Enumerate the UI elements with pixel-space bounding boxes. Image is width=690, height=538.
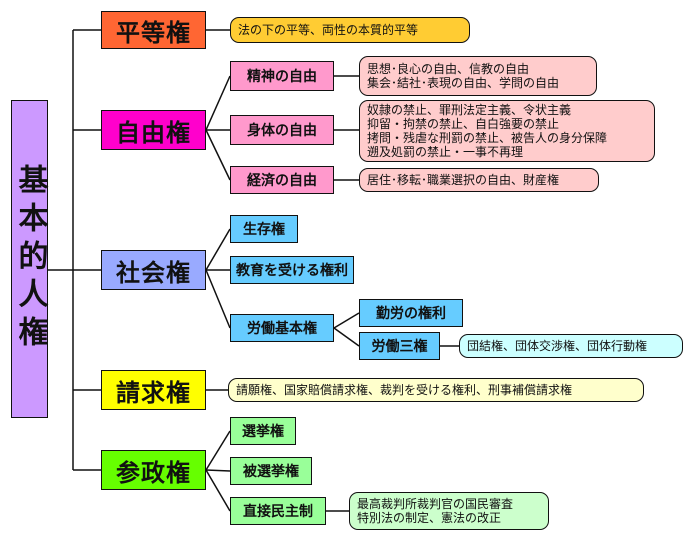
social-node: 社会権 [101,250,206,290]
root-label: 基本的人権 [12,164,48,354]
connector-labor [205,269,231,329]
claim-node: 請求権 [101,370,206,410]
equality-node: 平等権 [101,11,206,49]
education-node: 教育を受ける権利 [230,256,354,284]
elected-node: 被選挙権 [230,457,312,485]
direct-node: 直接民主制 [230,497,326,525]
participation-node: 参政権 [101,450,206,490]
three-node: 労働三権 [359,332,440,360]
physical-note: 奴隷の禁止、罪刑法定主義、令状主義 抑留・拘禁の禁止、自白強要の禁止 拷問・残虐… [359,100,655,162]
connector-direct [205,469,231,512]
work-node: 勤労の権利 [359,299,463,327]
claim-label: 請求権 [116,378,191,407]
claim-note: 請願権、国家賠償請求権、裁判を受ける権利、刑事補償請求権 [228,378,644,402]
root-node: 基本的人権 [11,100,48,418]
connector-vote [205,430,231,471]
liberty-label: 自由権 [116,118,191,147]
spiritual-node: 精神の自由 [230,61,334,91]
connector-elected [205,469,231,472]
connector-economic [205,129,231,181]
connector-spiritual [205,75,231,131]
spiritual-note: 思想･良心の自由、信教の自由 集会･結社･表現の自由、学問の自由 [359,56,597,96]
direct-note: 最高裁判所裁判官の国民審査 特別法の制定、憲法の改正 [349,492,549,530]
participation-label: 参政権 [116,458,191,487]
connector-life [205,228,231,271]
three-note: 団結権、団体交渉権、団体行動権 [459,334,683,358]
life-node: 生存権 [230,215,298,243]
equality-label: 平等権 [116,18,191,47]
vote-node: 選挙権 [230,417,296,445]
equality-note: 法の下の平等、両性の本質的平等 [230,17,470,43]
labor-node: 労働基本権 [230,314,334,342]
liberty-node: 自由権 [101,110,206,150]
physical-node: 身体の自由 [230,115,334,145]
economic-note: 居住･移転･職業選択の自由、財産権 [359,168,599,192]
economic-node: 経済の自由 [230,166,334,194]
social-label: 社会権 [116,258,191,287]
connector-work [333,312,360,329]
connector-three [333,327,360,347]
